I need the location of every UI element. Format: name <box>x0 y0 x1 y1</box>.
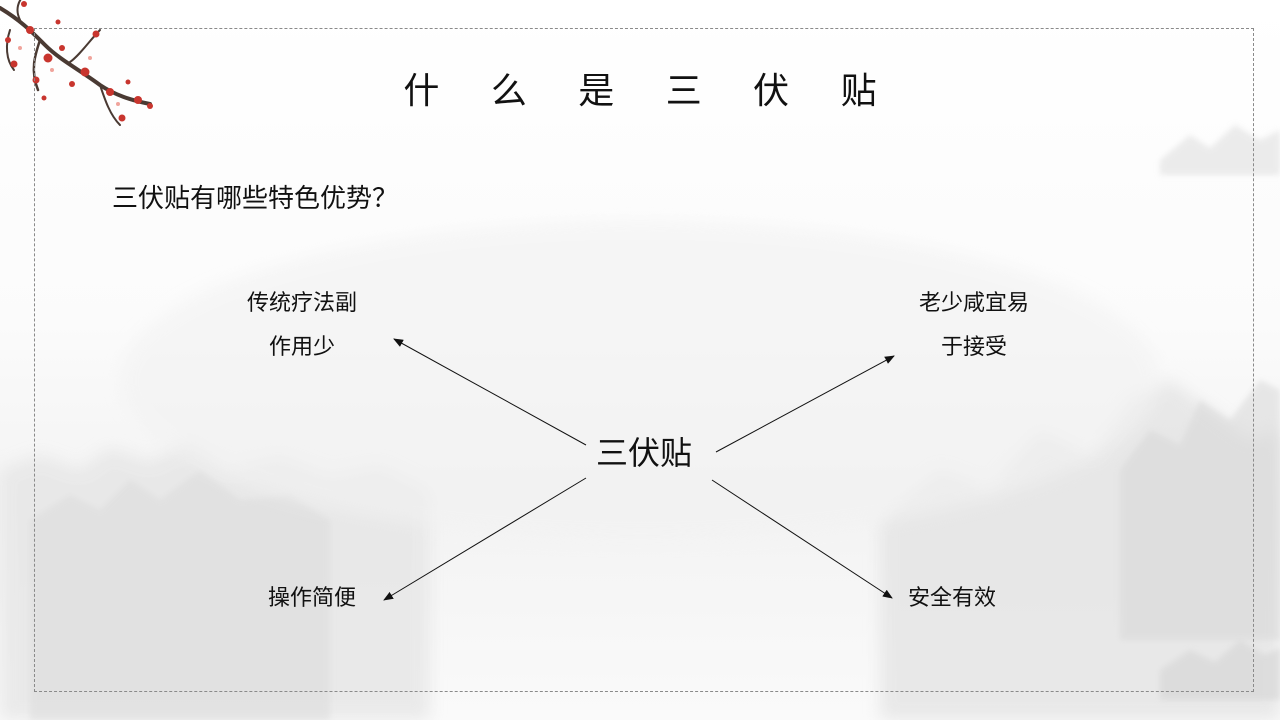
question-text: 三伏贴有哪些特色优势？ <box>112 184 399 214</box>
mountain-bottom-right <box>1160 640 1280 700</box>
node-top-right: 老少咸宜易 于接受 <box>904 282 1044 370</box>
mountain-left-near <box>30 470 330 720</box>
arrow-top-right <box>715 355 895 453</box>
arrow-bottom-right <box>711 479 893 599</box>
node-top-left-line1: 传统疗法副 <box>246 291 357 316</box>
mountain-top-right <box>1160 125 1280 175</box>
node-bottom-left: 操作简便 <box>267 586 356 611</box>
arrow-top-left <box>393 338 587 446</box>
mist-cloud <box>120 220 1160 540</box>
node-top-left-line2: 作用少 <box>268 335 335 360</box>
arrow-bottom-left <box>383 477 587 601</box>
node-bottom-right: 安全有效 <box>907 586 996 611</box>
plum-blossom-branch <box>0 0 153 126</box>
node-top-right-line2: 于接受 <box>940 335 1007 360</box>
node-top-right-line1: 老少咸宜易 <box>918 291 1029 316</box>
center-node: 三伏贴 <box>595 434 692 472</box>
mountain-right-near <box>1120 380 1280 640</box>
dashed-frame <box>34 28 1254 692</box>
node-top-left: 传统疗法副 作用少 <box>232 282 372 370</box>
page-title: 什 么 是 三 伏 贴 <box>403 71 897 112</box>
